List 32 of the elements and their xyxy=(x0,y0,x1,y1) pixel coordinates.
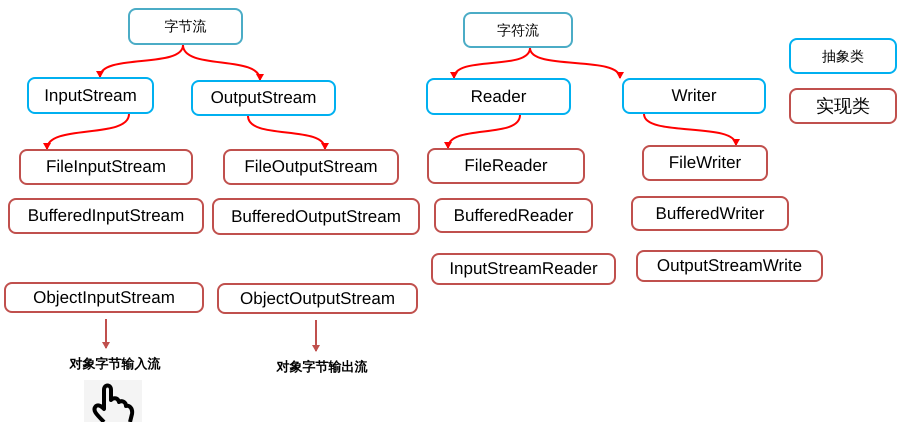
class-box: ObjectInputStream xyxy=(4,282,204,313)
caption-text: 对象字节输入流 xyxy=(50,354,180,374)
category-box: 字节流 xyxy=(128,8,243,45)
class-box: BufferedInputStream xyxy=(8,198,204,234)
abstract-class-box: Writer xyxy=(622,78,766,114)
abstract-class-box: OutputStream xyxy=(191,80,336,116)
class-box: InputStreamReader xyxy=(431,253,616,285)
arrow xyxy=(98,44,184,78)
class-box: ObjectOutputStream xyxy=(217,283,418,314)
arrow xyxy=(452,48,531,79)
arrow xyxy=(643,114,738,146)
category-box: 字符流 xyxy=(463,12,573,48)
arrow xyxy=(529,48,622,79)
class-box: OutputStreamWrite xyxy=(636,250,823,282)
class-box: FileInputStream xyxy=(19,149,193,185)
abstract-class-box: InputStream xyxy=(27,77,154,114)
class-box: FileWriter xyxy=(642,145,768,181)
abstract-class-box: 抽象类 xyxy=(789,38,897,74)
class-box: FileOutputStream xyxy=(223,149,399,185)
abstract-class-box: Reader xyxy=(426,78,571,115)
class-box: FileReader xyxy=(427,148,585,184)
arrow xyxy=(182,44,262,81)
arrow xyxy=(446,114,521,149)
class-box: BufferedWriter xyxy=(631,196,789,231)
arrow xyxy=(312,320,320,352)
class-box: BufferedOutputStream xyxy=(212,198,420,235)
arrow xyxy=(102,319,110,349)
caption-text: 对象字节输出流 xyxy=(262,357,382,377)
class-box: 实现类 xyxy=(789,88,897,124)
arrow xyxy=(247,116,328,150)
arrow xyxy=(44,114,130,150)
class-box: BufferedReader xyxy=(434,198,593,233)
